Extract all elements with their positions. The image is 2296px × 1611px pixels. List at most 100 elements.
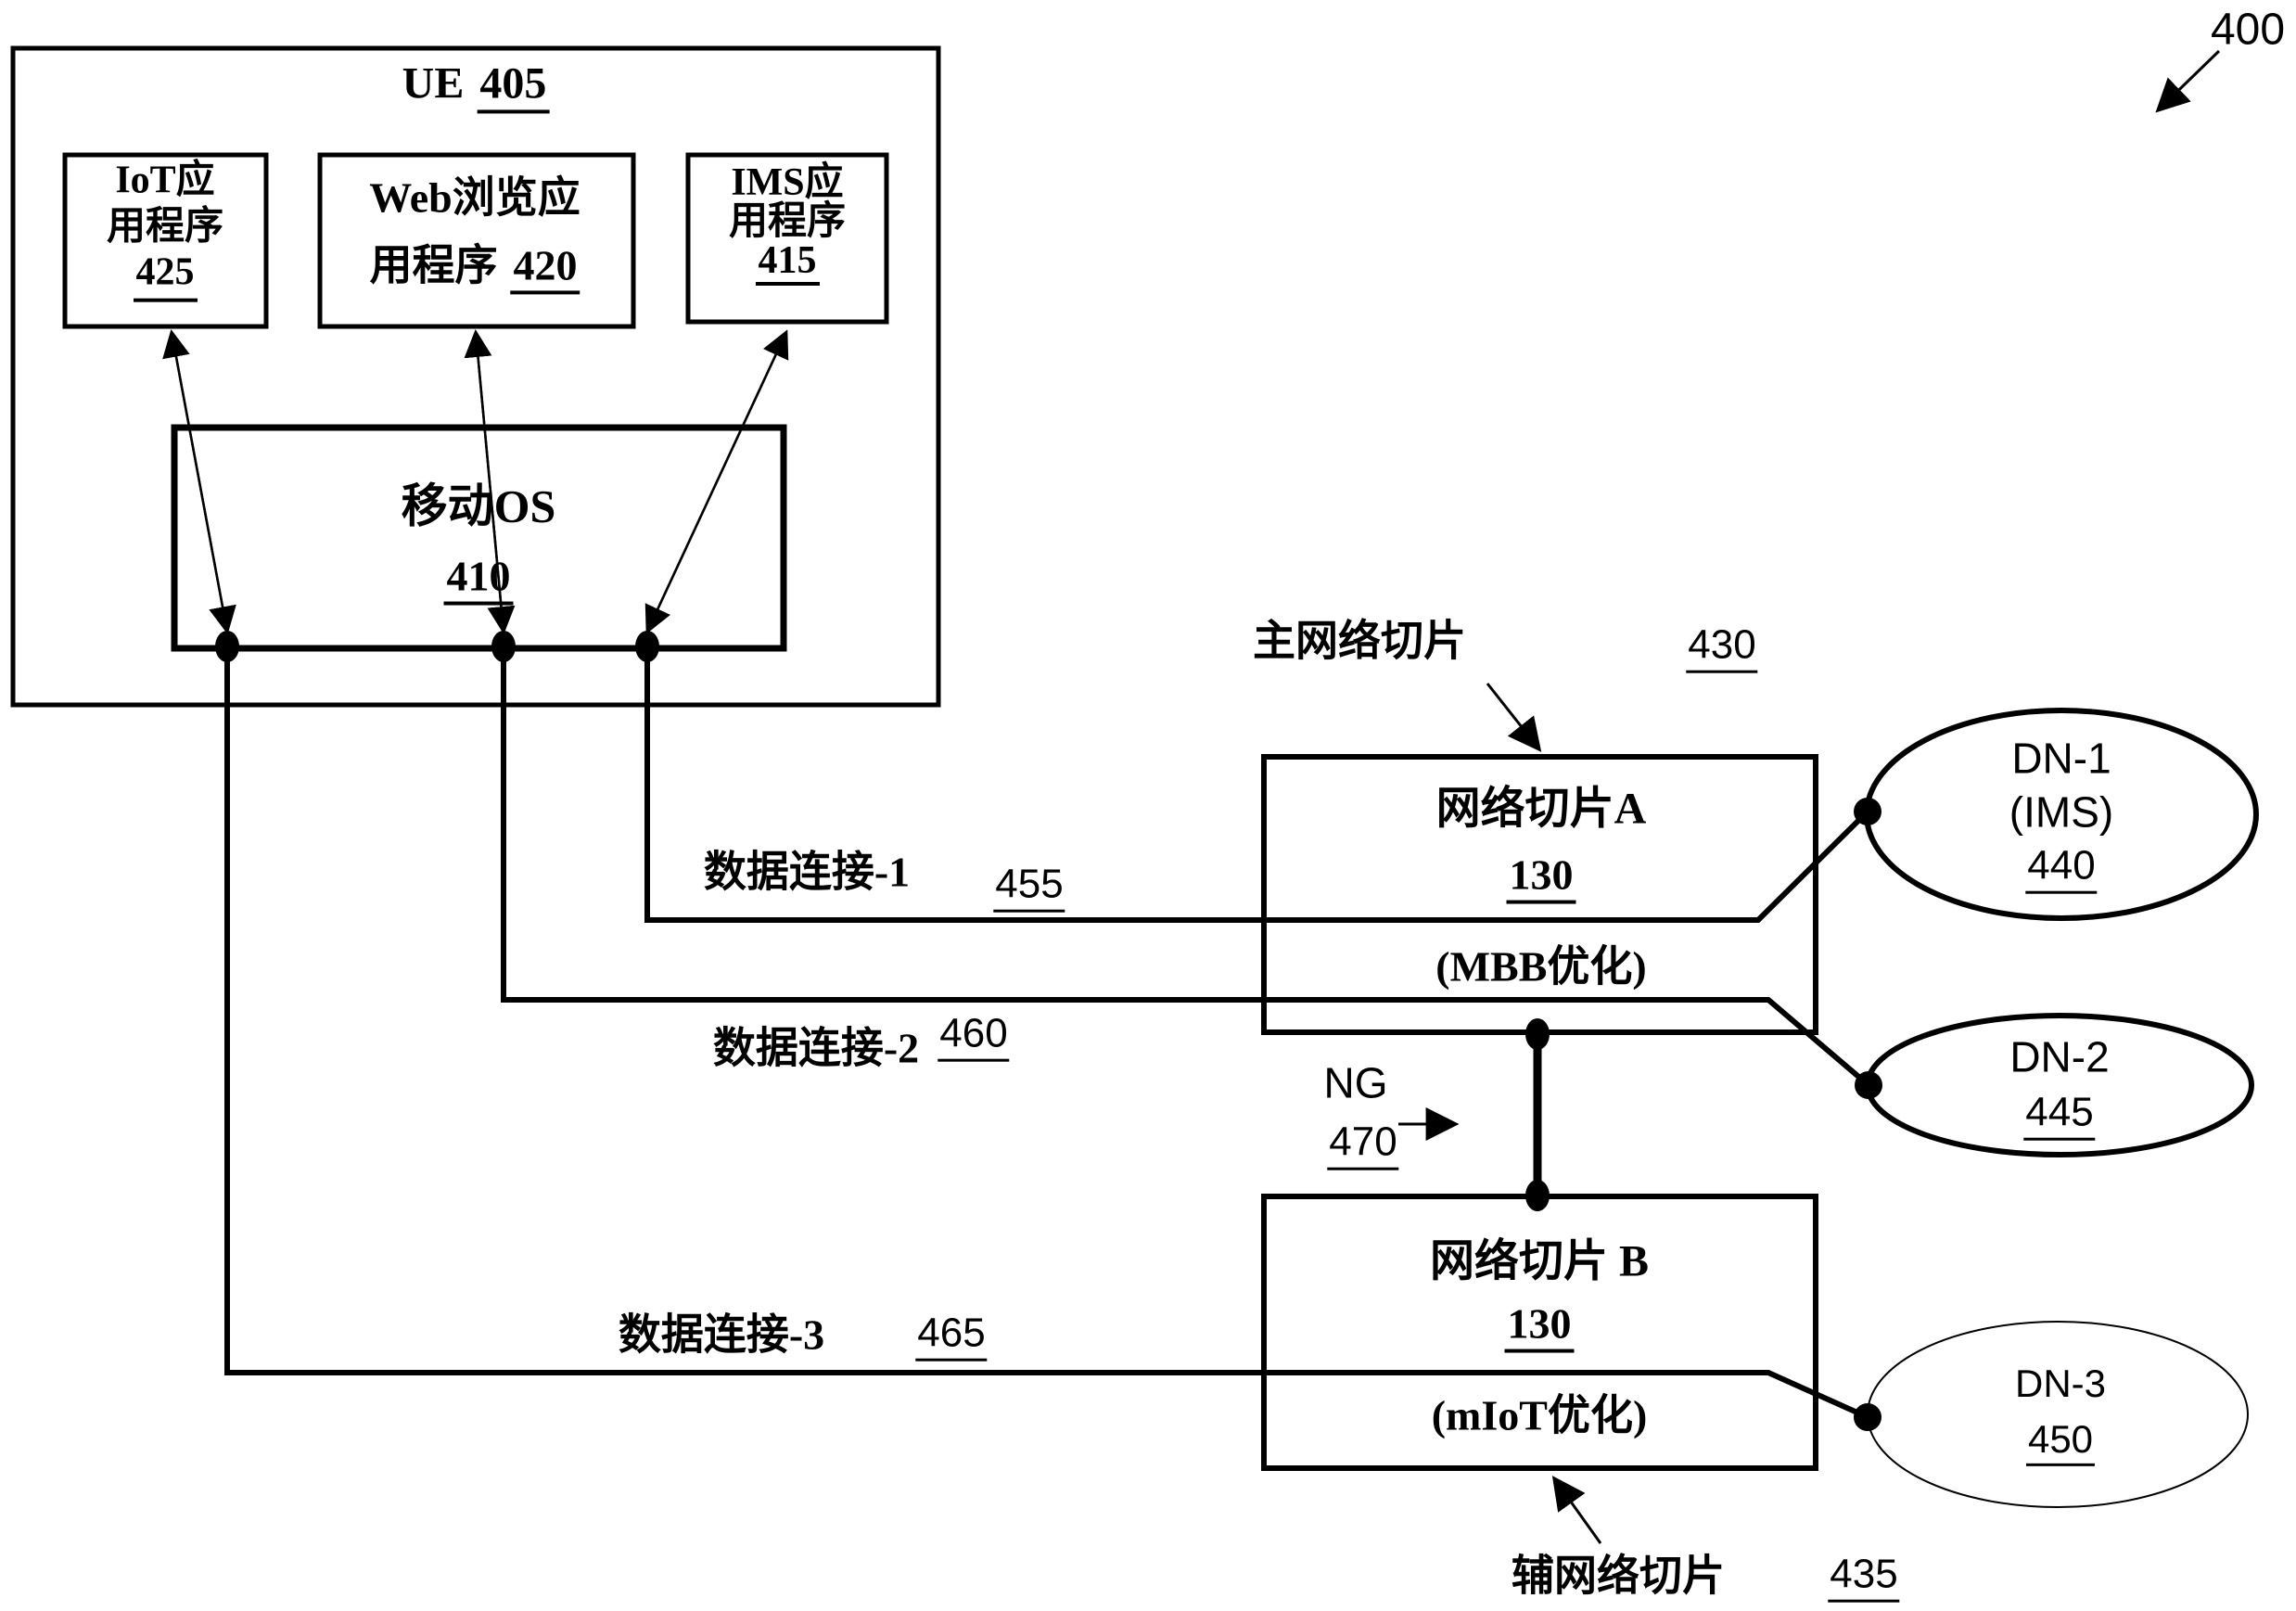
slice-b-subtitle-text: (mIoT优化) <box>1431 1391 1648 1439</box>
dn1-name: DN-1 <box>2011 735 2111 784</box>
ims-app-line2: 用程序 <box>728 200 847 243</box>
web-app-box <box>317 152 636 329</box>
ims-arrow-down <box>644 331 788 634</box>
data-connection-2-line <box>501 646 1870 1088</box>
dn1-subname: (IMS) <box>2009 788 2113 837</box>
ims-app-ref: 415 <box>755 241 820 286</box>
dn3-name: DN-3 <box>2015 1362 2106 1406</box>
dn2-ref: 445 <box>2023 1089 2096 1141</box>
ng-dot-top <box>1525 1018 1550 1050</box>
dn1-ref-text: 440 <box>2025 842 2098 894</box>
iot-arrow-down <box>170 331 236 634</box>
os-dot-3 <box>635 631 659 662</box>
primary-slice-pointer-arrow <box>1486 683 1542 752</box>
slice-b-title-text: 网络切片 B <box>1429 1236 1650 1286</box>
ng-label-text: NG <box>1323 1058 1388 1107</box>
ng-ref-text: 470 <box>1327 1119 1399 1170</box>
web-app-label: Web浏览应 用程序 420 <box>369 173 580 294</box>
figure-ref-arrow <box>2155 49 2221 113</box>
pointer-arrows <box>1398 49 2221 1544</box>
secondary-slice-label-text: 辅网络切片 <box>1512 1552 1725 1600</box>
ng-dot-bottom <box>1525 1180 1550 1211</box>
iot-app-line1: IoT应 <box>115 159 215 202</box>
primary-slice-ref-text: 430 <box>1686 621 1758 673</box>
slice-a-ref: 130 <box>1506 850 1576 904</box>
data-connection-3-ref: 465 <box>915 1310 988 1362</box>
data-connection-3-label: 数据连接-3 <box>619 1311 824 1361</box>
dn1-name-text: DN-1 <box>2011 734 2111 783</box>
slice-a-ref-text: 130 <box>1506 850 1576 904</box>
ng-ref: 470 <box>1327 1119 1399 1170</box>
ims-app-line1: IMS应 <box>731 161 844 204</box>
junction-dots <box>215 631 1882 1431</box>
slice-b-subtitle: (mIoT优化) <box>1432 1392 1648 1441</box>
slice-a-title: 网络切片A <box>1436 783 1647 834</box>
secondary-slice-label: 辅网络切片 <box>1512 1553 1725 1602</box>
slice-a-subtitle-text: (MBB优化) <box>1435 942 1647 991</box>
data-connection-1-ref-text: 455 <box>993 861 1065 913</box>
slice-b-ref: 130 <box>1504 1299 1575 1353</box>
figure-ref: 400 <box>2211 4 2285 55</box>
ue-title-text: UE <box>402 58 465 109</box>
ims-app-label: IMS应 用程序 415 <box>729 163 846 286</box>
mobile-os-ref: 410 <box>443 552 514 606</box>
data-connection-2-ref: 460 <box>938 1010 1010 1062</box>
dn3-ref: 450 <box>2025 1416 2096 1466</box>
primary-slice-label: 主网络切片 <box>1253 618 1466 667</box>
data-connection-1-text: 数据连接-1 <box>703 848 911 896</box>
figure-ref-text: 400 <box>2210 5 2286 55</box>
slice-a-title-text: 网络切片A <box>1435 784 1647 834</box>
dn2-name-text: DN-2 <box>2009 1032 2110 1081</box>
iot-app-ref: 425 <box>133 250 198 302</box>
mobile-os-title-text: 移动OS <box>401 479 556 532</box>
mobile-os-title: 移动OS <box>402 479 556 533</box>
dn3-ellipse <box>1867 1321 2249 1508</box>
slice-a-subtitle: (MBB优化) <box>1435 943 1646 992</box>
secondary-slice-pointer-arrow <box>1551 1476 1602 1544</box>
slice-b-ref-text: 130 <box>1504 1299 1575 1353</box>
data-connection-2-text: 数据连接-2 <box>712 1024 920 1072</box>
iot-app-label: IoT应 用程序 425 <box>107 159 223 302</box>
web-app-ref: 420 <box>510 241 580 294</box>
data-connection-3-line <box>224 646 1869 1420</box>
iot-app-box <box>62 152 269 329</box>
data-connection-1-label: 数据连接-1 <box>704 849 910 898</box>
mobile-os-box <box>171 424 787 652</box>
os-dot-1 <box>215 631 239 662</box>
dn1-subname-text: (IMS) <box>2009 787 2114 837</box>
iot-app-line2: 用程序 <box>106 205 224 249</box>
secondary-slice-ref: 435 <box>1828 1551 1900 1603</box>
web-app-line1: Web浏览应 <box>369 173 580 222</box>
slice-b-title: 网络切片 B <box>1430 1235 1649 1286</box>
ims-app-box <box>685 152 889 325</box>
data-connection-1-ref: 455 <box>993 861 1065 913</box>
data-connection-2-ref-text: 460 <box>938 1010 1010 1062</box>
data-connection-3-ref-text: 465 <box>915 1310 988 1362</box>
ue-ref: 405 <box>477 58 550 114</box>
os-dot-2 <box>491 631 516 662</box>
web-app-line2: 用程序 420 <box>369 241 580 294</box>
mobile-os-ref-text: 410 <box>443 552 514 606</box>
data-connection-1-line <box>644 646 1870 923</box>
dn3-name-text: DN-3 <box>2014 1361 2107 1405</box>
data-connections <box>224 646 1870 1420</box>
secondary-slice-ref-text: 435 <box>1828 1551 1900 1603</box>
web-app-line2-text: 用程序 <box>369 241 498 288</box>
dn3-dot <box>1854 1403 1881 1431</box>
dn1-dot <box>1854 798 1881 825</box>
ng-label: NG <box>1324 1059 1388 1108</box>
app-os-arrows <box>162 329 789 634</box>
data-connection-2-label: 数据连接-2 <box>713 1025 919 1074</box>
dn1-ref: 440 <box>2025 842 2098 894</box>
dn2-ref-text: 445 <box>2023 1089 2096 1141</box>
dn2-name: DN-2 <box>2009 1033 2109 1082</box>
dn3-ref-text: 450 <box>2025 1416 2096 1466</box>
primary-slice-label-text: 主网络切片 <box>1253 617 1466 665</box>
web-arrow-down <box>474 331 516 634</box>
dn2-dot <box>1855 1071 1882 1099</box>
ue-box <box>10 45 941 708</box>
primary-slice-ref: 430 <box>1686 621 1758 673</box>
